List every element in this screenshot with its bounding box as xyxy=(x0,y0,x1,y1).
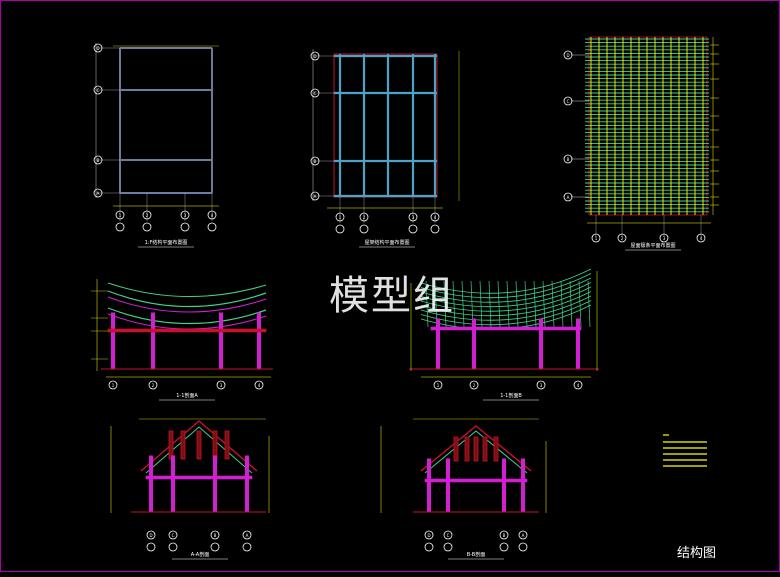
svg-text:B: B xyxy=(97,158,100,163)
svg-text:A: A xyxy=(314,194,317,199)
sheet-title: 结构图 xyxy=(677,546,717,561)
svg-text:C: C xyxy=(172,533,175,538)
caption-section-aa: A-A剖面 xyxy=(191,551,209,558)
svg-text:B: B xyxy=(214,533,217,538)
svg-text:C: C xyxy=(97,88,100,93)
caption-plan-3: 屋面檩条平面布置图 xyxy=(630,242,675,249)
svg-text:B: B xyxy=(567,157,570,162)
svg-text:B: B xyxy=(314,159,317,164)
svg-text:D: D xyxy=(149,533,152,538)
plan-2: D C B A 1 2 3 4 xyxy=(310,49,460,234)
svg-text:4: 4 xyxy=(434,215,437,220)
svg-text:D: D xyxy=(427,533,430,538)
svg-text:1: 1 xyxy=(112,383,115,388)
svg-text:B: B xyxy=(503,533,506,538)
svg-text:A: A xyxy=(246,533,249,538)
caption-plan-2: 屋架结构平面布置图 xyxy=(364,239,409,246)
svg-text:2: 2 xyxy=(473,383,476,388)
svg-text:3: 3 xyxy=(220,383,223,388)
svg-text:A: A xyxy=(97,191,100,196)
svg-text:2: 2 xyxy=(621,236,624,241)
svg-text:3: 3 xyxy=(540,383,543,388)
svg-text:1: 1 xyxy=(339,215,342,220)
svg-text:3: 3 xyxy=(412,215,415,220)
svg-text:D: D xyxy=(313,54,316,59)
svg-text:4: 4 xyxy=(577,383,580,388)
plan-3: D C B A 1 2 3 4 xyxy=(563,36,719,243)
section-11-a: 1 2 3 4 xyxy=(91,279,273,390)
svg-text:A: A xyxy=(522,533,525,538)
svg-text:A: A xyxy=(567,195,570,200)
caption-section-11a: 1-1剖面A xyxy=(176,392,198,399)
svg-text:C: C xyxy=(447,533,450,538)
svg-text:2: 2 xyxy=(152,383,155,388)
svg-text:4: 4 xyxy=(211,213,214,218)
svg-text:1: 1 xyxy=(437,383,440,388)
notes-block xyxy=(663,434,707,467)
svg-text:2: 2 xyxy=(146,213,149,218)
svg-text:3: 3 xyxy=(663,236,666,241)
svg-text:C: C xyxy=(567,99,570,104)
svg-text:3: 3 xyxy=(184,213,187,218)
section-11-b: 1 2 3 4 xyxy=(409,268,599,390)
svg-text:D: D xyxy=(566,53,569,58)
svg-text:1: 1 xyxy=(119,213,122,218)
caption-section-11b: 1-1剖面B xyxy=(500,392,522,399)
svg-text:D: D xyxy=(96,46,99,51)
plan-1: D C B A 1 2 3 4 xyxy=(93,43,219,232)
svg-text:4: 4 xyxy=(700,236,703,241)
svg-text:1: 1 xyxy=(595,236,598,241)
caption-section-bb: B-B剖面 xyxy=(467,551,486,558)
watermark: 模型组 xyxy=(329,273,455,319)
svg-text:2: 2 xyxy=(363,215,366,220)
svg-text:C: C xyxy=(314,91,317,96)
caption-plan-1: 1:F结构平面布置图 xyxy=(145,239,188,246)
svg-text:4: 4 xyxy=(258,383,261,388)
